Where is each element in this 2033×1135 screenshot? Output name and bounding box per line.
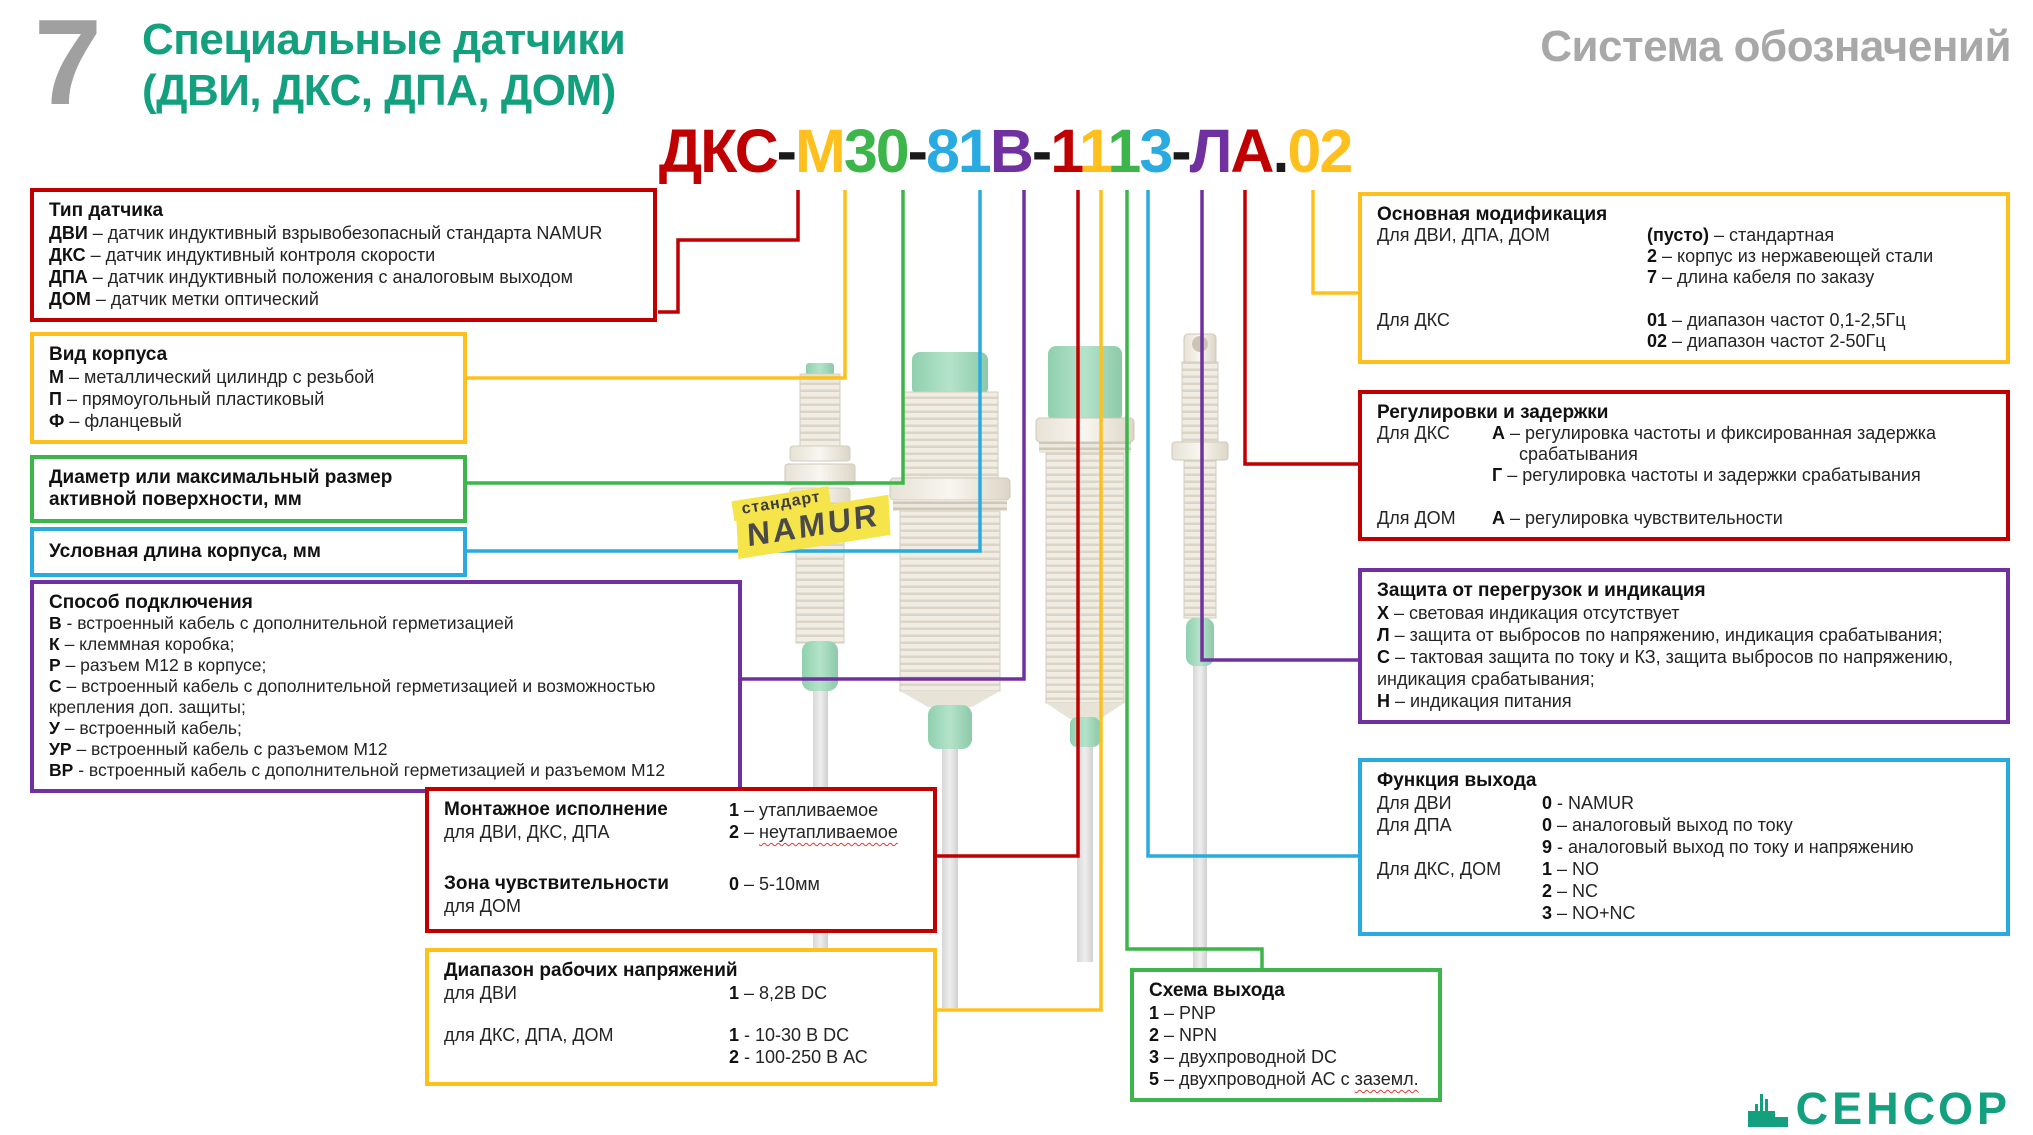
group-label: Для ДКС, ДОМ bbox=[1377, 859, 1502, 879]
code-segment: А bbox=[1230, 117, 1274, 185]
box-main-modification: Основная модификация Для ДВИ, ДПА, ДОМ (… bbox=[1358, 192, 2010, 364]
group-values: 0 - NAMUR bbox=[1542, 793, 1635, 813]
box-mounting-style: Монтажное исполнение для ДВИ, ДКС, ДПА 1… bbox=[425, 787, 937, 933]
group-values: 01 – диапазон частот 0,1-2,5Гц 02 – диап… bbox=[1647, 310, 1906, 351]
box-title: Вид корпуса bbox=[49, 344, 168, 365]
group-label: Для ДПА bbox=[1377, 815, 1452, 835]
box-title: Функция выхода bbox=[1377, 770, 1537, 791]
box-connection-method: Способ подключения В - встроенный кабель… bbox=[30, 580, 742, 793]
legend-item: ДКС – датчик индуктивный контроля скорос… bbox=[49, 245, 436, 265]
group-label: Для ДКС bbox=[1377, 310, 1450, 330]
group-label: Основная модификация Для ДВИ, ДПА, ДОМ bbox=[1377, 204, 1608, 245]
code-segment: 1 bbox=[1107, 117, 1141, 185]
legend-item: Р – разъем М12 в корпусе; bbox=[49, 655, 267, 675]
legend-item: В - встроенный кабель с дополнительной г… bbox=[49, 613, 514, 633]
box-title: Схема выхода bbox=[1149, 980, 1285, 1001]
group-values: 1 – NO 2 – NC 3 – NO+NC bbox=[1542, 859, 1636, 923]
legend-item: П – прямоугольный пластиковый bbox=[49, 389, 325, 409]
sensor-logo: СЕНСОР bbox=[1745, 1083, 2011, 1134]
legend-item: Х – световая индикация отсутствует bbox=[1377, 603, 1680, 623]
legend-item: УР – встроенный кабель с разъемом М12 bbox=[49, 739, 388, 759]
code-segment: 3 bbox=[1139, 117, 1173, 185]
legend-item: ДПА – датчик индуктивный положения с ана… bbox=[49, 267, 574, 287]
group-label: для ДКС, ДПА, ДОМ bbox=[444, 1025, 614, 1045]
group-values: 1 – 8,2В DC bbox=[729, 983, 828, 1003]
box-title: Способ подключения bbox=[49, 592, 253, 613]
page-subtitle: Система обозначений bbox=[1540, 22, 2011, 71]
box-protection-indication: Защита от перегрузок и индикация Х – све… bbox=[1358, 568, 2010, 724]
code-segment: 81 bbox=[926, 117, 992, 185]
code-segment: 1 bbox=[1078, 117, 1110, 185]
group-label: Для ДКС bbox=[1377, 423, 1450, 443]
group-values: 1 – утапливаемое 2 – неутапливаемое bbox=[729, 800, 898, 842]
legend-item: Ф – фланцевый bbox=[49, 411, 182, 431]
legend-item: ДВИ – датчик индуктивный взрывобезопасны… bbox=[49, 223, 603, 243]
box-output-circuit: Схема выхода 1 – PNP 2 – NPN 3 – двухпро… bbox=[1130, 968, 1442, 1102]
code-segment: 30 bbox=[843, 117, 910, 185]
box-output-function: Функция выхода Для ДВИ 0 - NAMUR Для ДПА… bbox=[1358, 758, 2010, 936]
group-values: 0 – аналоговый выход по току 9 - аналого… bbox=[1542, 815, 1914, 857]
group-label: Зона чувствительности для ДОМ bbox=[444, 873, 669, 916]
chapter-number: 7 bbox=[34, 0, 102, 130]
page-title: Специальные датчики (ДВИ, ДКС, ДПА, ДОМ) bbox=[142, 14, 626, 116]
group-values: А – регулировка частоты и фиксированная … bbox=[1492, 423, 1937, 485]
logo-text: СЕНСОР bbox=[1795, 1083, 2011, 1134]
legend-item: К – клеммная коробка; bbox=[49, 634, 235, 654]
box-sensor-type: Тип датчика ДВИ – датчик индуктивный взр… bbox=[30, 188, 657, 322]
group-label: Для ДОМ bbox=[1377, 508, 1456, 528]
code-segment: . bbox=[1272, 117, 1289, 185]
legend-item: Н – индикация питания bbox=[1377, 691, 1572, 711]
namur-badge: стандарт NAMUR bbox=[731, 477, 892, 560]
code-segment: - bbox=[907, 117, 928, 185]
model-code: ДКС-М30-81В-1113-ЛА.02 bbox=[560, 116, 1450, 186]
legend-item: ДОМ – датчик метки оптический bbox=[49, 289, 319, 309]
box-title: Тип датчика bbox=[49, 200, 164, 221]
box-housing-kind: Вид корпуса М – металлический цилиндр с … bbox=[30, 332, 467, 444]
legend-item: 5 – двухпроводной АС с заземл. bbox=[1149, 1069, 1419, 1089]
group-values: 0 – 5-10мм bbox=[729, 874, 820, 894]
page-title-line2: (ДВИ, ДКС, ДПА, ДОМ) bbox=[142, 66, 616, 115]
group-values: 1 - 10-30 В DC 2 - 100-250 В АС bbox=[729, 1025, 868, 1067]
legend-item: У – встроенный кабель; bbox=[49, 718, 242, 738]
group-values: А – регулировка чувствительности bbox=[1492, 508, 1783, 528]
box-title: Диаметр или максимальный размер активной… bbox=[49, 467, 393, 510]
group-label: Монтажное исполнение для ДВИ, ДКС, ДПА bbox=[444, 799, 668, 842]
box-diameter: Диаметр или максимальный размер активной… bbox=[30, 455, 467, 523]
legend-item: 1 – PNP bbox=[1149, 1003, 1217, 1023]
legend-item: С – встроенный кабель с дополнительной г… bbox=[49, 676, 656, 717]
group-values: (пусто) – стандартная 2 – корпус из нерж… bbox=[1647, 225, 1934, 287]
box-body-length: Условная длина корпуса, мм bbox=[30, 527, 467, 577]
factory-icon bbox=[1747, 1094, 1788, 1127]
legend-item: М – металлический цилиндр с резьбой bbox=[49, 367, 375, 387]
legend-item: Л – защита от выбросов по напряжению, ин… bbox=[1377, 625, 1943, 645]
box-adjustments-delays: Регулировки и задержки Для ДКС А – регул… bbox=[1358, 390, 2010, 541]
code-segment: ДКС bbox=[658, 117, 779, 185]
sensor-photo-3 bbox=[1035, 346, 1135, 962]
code-segment: - bbox=[776, 117, 797, 185]
group-label: для ДВИ bbox=[444, 983, 517, 1003]
box-title: Регулировки и задержки bbox=[1377, 402, 1609, 423]
legend-item: 3 – двухпроводной DC bbox=[1149, 1047, 1337, 1067]
page-title-line1: Специальные датчики bbox=[142, 15, 626, 64]
code-segment: М bbox=[794, 117, 846, 185]
legend-item: 2 – NPN bbox=[1149, 1025, 1218, 1045]
legend-item: С – тактовая защита по току и КЗ, защита… bbox=[1377, 647, 1953, 689]
code-segment: В bbox=[989, 117, 1034, 185]
box-voltage-range: Диапазон рабочих напряжений для ДВИ 1 – … bbox=[425, 948, 937, 1086]
box-title: Защита от перегрузок и индикация bbox=[1377, 580, 1706, 601]
code-segment: - bbox=[1171, 117, 1191, 185]
box-title: Условная длина корпуса, мм bbox=[49, 541, 321, 562]
code-segment: Л bbox=[1189, 117, 1233, 185]
code-segment: 1 bbox=[1050, 117, 1081, 185]
code-segment: - bbox=[1031, 117, 1052, 185]
box-title: Диапазон рабочих напряжений bbox=[444, 960, 738, 981]
code-segment: 02 bbox=[1287, 117, 1353, 185]
group-label: Для ДВИ bbox=[1377, 793, 1452, 813]
sensor-photo-4 bbox=[1171, 333, 1229, 992]
legend-item: ВР - встроенный кабель с дополнительной … bbox=[49, 760, 666, 780]
